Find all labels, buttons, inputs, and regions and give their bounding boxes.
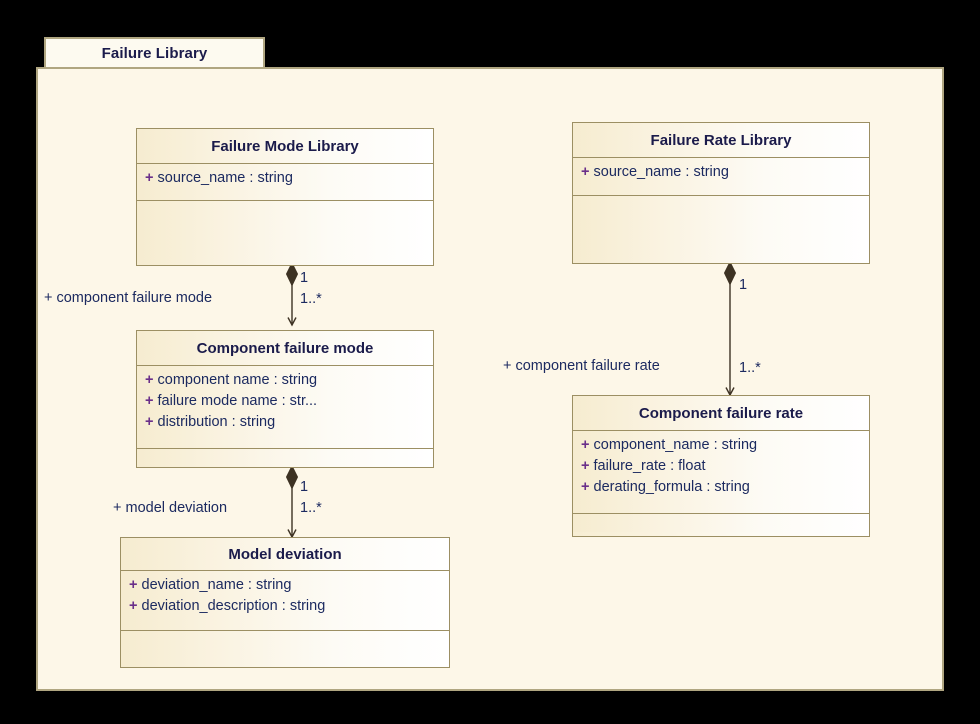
attribute-row: + component_name : string xyxy=(581,435,869,456)
class-name-compartment: Model deviation xyxy=(121,538,449,571)
visibility-marker: + xyxy=(581,437,594,453)
visibility-marker: + xyxy=(581,479,594,495)
visibility-marker: + xyxy=(129,598,142,614)
attribute-row: + failure mode name : str... xyxy=(145,391,433,412)
package-name-label: Failure Library xyxy=(101,45,208,62)
multiplicity-source-model-deviation: 1 xyxy=(300,479,308,495)
class-component-failure-rate[interactable]: Component failure rate + component_name … xyxy=(572,395,870,537)
multiplicity-text: 1..* xyxy=(739,360,761,376)
attribute-text: derating_formula : string xyxy=(593,479,750,495)
class-attributes-compartment: + source_name : string xyxy=(573,158,869,196)
class-name-compartment: Failure Rate Library xyxy=(573,123,869,158)
class-title: Failure Mode Library xyxy=(211,137,359,155)
multiplicity-target-model-deviation: 1..* xyxy=(300,500,322,516)
attribute-text: distribution : string xyxy=(157,414,276,430)
visibility-marker: + xyxy=(145,414,158,430)
multiplicity-target-component-failure-rate: 1..* xyxy=(739,360,761,376)
multiplicity-source-component-failure-mode: 1 xyxy=(300,270,308,286)
visibility-marker: + xyxy=(145,393,158,409)
attribute-text: failure_rate : float xyxy=(593,458,706,474)
class-component-failure-mode[interactable]: Component failure mode + component name … xyxy=(136,330,434,468)
class-name-compartment: Component failure rate xyxy=(573,396,869,431)
multiplicity-text: 1 xyxy=(300,270,309,286)
attribute-text: failure mode name : str... xyxy=(157,393,318,409)
class-title: Model deviation xyxy=(228,545,342,563)
visibility-marker: + xyxy=(145,170,158,186)
class-attributes-compartment: + source_name : string xyxy=(137,164,433,201)
attribute-row: + deviation_description : string xyxy=(129,596,449,617)
attribute-row: + derating_formula : string xyxy=(581,477,869,498)
association-role-label-component-failure-mode: + component failure mode xyxy=(44,290,212,306)
attribute-row: + failure_rate : float xyxy=(581,456,869,477)
multiplicity-text: 1 xyxy=(300,479,309,495)
attribute-text: deviation_name : string xyxy=(141,577,292,593)
multiplicity-text: 1 xyxy=(739,277,748,293)
attribute-text: component name : string xyxy=(157,372,318,388)
class-operations-compartment xyxy=(573,196,869,263)
class-operations-compartment xyxy=(137,201,433,265)
association-role-label-model-deviation: + model deviation xyxy=(113,500,227,516)
association-role-text: + component failure mode xyxy=(44,290,213,306)
association-role-text: + component failure rate xyxy=(503,358,660,374)
multiplicity-source-component-failure-rate: 1 xyxy=(739,277,747,293)
package-name-tab[interactable]: Failure Library xyxy=(44,37,265,68)
class-operations-compartment xyxy=(137,449,433,467)
class-title: Component failure rate xyxy=(638,404,804,422)
attribute-row: + source_name : string xyxy=(581,162,869,183)
class-title: Failure Rate Library xyxy=(650,131,792,149)
multiplicity-text: 1..* xyxy=(300,291,322,307)
association-role-text: + model deviation xyxy=(113,500,228,516)
multiplicity-text: 1..* xyxy=(300,500,322,516)
association-role-label-component-failure-rate: + component failure rate xyxy=(503,358,660,374)
class-operations-compartment xyxy=(121,631,449,667)
attribute-text: component_name : string xyxy=(593,437,758,453)
multiplicity-target-component-failure-mode: 1..* xyxy=(300,291,322,307)
class-name-compartment: Failure Mode Library xyxy=(137,129,433,164)
attribute-row: + component name : string xyxy=(145,370,433,391)
attribute-text: source_name : string xyxy=(593,164,729,180)
visibility-marker: + xyxy=(129,577,142,593)
visibility-marker: + xyxy=(145,372,158,388)
attribute-row: + distribution : string xyxy=(145,412,433,433)
attribute-row: + source_name : string xyxy=(145,168,433,189)
class-name-compartment: Component failure mode xyxy=(137,331,433,366)
attribute-text: source_name : string xyxy=(157,170,293,186)
attribute-row: + deviation_name : string xyxy=(129,575,449,596)
class-model-deviation[interactable]: Model deviation + deviation_name : strin… xyxy=(120,537,450,668)
class-attributes-compartment: + component name : string + failure mode… xyxy=(137,366,433,449)
class-attributes-compartment: + component_name : string + failure_rate… xyxy=(573,431,869,514)
class-title: Component failure mode xyxy=(196,339,374,357)
visibility-marker: + xyxy=(581,458,594,474)
class-failure-mode-library[interactable]: Failure Mode Library + source_name : str… xyxy=(136,128,434,266)
class-failure-rate-library[interactable]: Failure Rate Library + source_name : str… xyxy=(572,122,870,264)
class-attributes-compartment: + deviation_name : string + deviation_de… xyxy=(121,571,449,631)
attribute-text: deviation_description : string xyxy=(141,598,326,614)
class-operations-compartment xyxy=(573,514,869,532)
visibility-marker: + xyxy=(581,164,594,180)
